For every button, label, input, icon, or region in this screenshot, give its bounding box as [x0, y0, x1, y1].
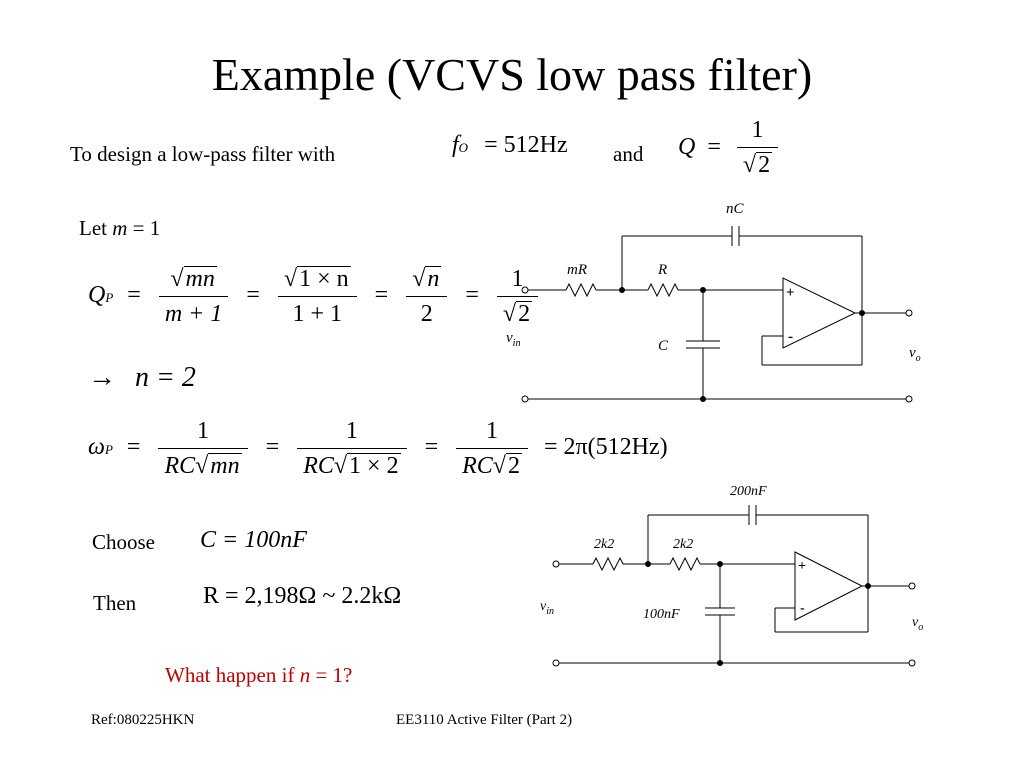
- qp-frac-4: 1 √2: [496, 264, 539, 329]
- label-nc: nC: [726, 201, 745, 217]
- q-numerator: 1: [736, 115, 779, 148]
- resistor-2k2-b: [669, 556, 701, 572]
- omega-subscript: P: [104, 442, 113, 458]
- label-100nf: 100nF: [643, 607, 680, 622]
- fo-value: 512Hz: [503, 132, 568, 158]
- fo-subscript: O: [458, 140, 469, 155]
- omega-frac-2: 1 RC√1 × 2: [297, 416, 407, 481]
- let-m: m: [112, 216, 128, 240]
- qp-frac-2: √1 × n 1 + 1: [277, 264, 357, 329]
- then-equation: R = 2,198Ω ~ 2.2kΩ: [203, 583, 402, 609]
- opamp-2-minus: -: [800, 601, 805, 616]
- opamp-1-plus: +: [786, 285, 795, 301]
- opamp-2: [794, 551, 864, 621]
- choose-equation: C = 100nF: [200, 527, 307, 553]
- q-fraction: 1 √2: [736, 115, 779, 180]
- let-text: Let: [79, 216, 107, 240]
- opamp-1-minus: -: [788, 329, 793, 345]
- choose-text: Choose: [92, 530, 155, 554]
- label-2k2-a: 2k2: [594, 537, 614, 552]
- q-denominator: √2: [742, 152, 773, 178]
- omega-equation: ωP = 1 RC√mn = 1 RC√1 × 2 = 1 RC√2 = 2π(…: [88, 416, 668, 481]
- fo-equation: fO = 512Hz: [452, 132, 568, 159]
- qp-frac-1: √mn m + 1: [158, 264, 229, 329]
- footer-ref: Ref:080225HKN: [91, 712, 195, 728]
- resistor-mr: [565, 282, 597, 298]
- arrow-icon: →: [88, 362, 116, 393]
- omega-frac-3: 1 RC√2: [456, 416, 528, 481]
- intro-text: To design a low-pass filter with: [70, 142, 336, 166]
- omega-symbol: ω: [88, 434, 105, 461]
- label-vin-2: vin: [540, 599, 554, 617]
- fo-equals: =: [484, 132, 498, 158]
- label-2k2-b: 2k2: [673, 537, 693, 552]
- fo-symbol: f: [452, 132, 459, 158]
- let-line: Let m = 1: [79, 216, 160, 241]
- label-200nf: 200nF: [730, 484, 767, 499]
- n-result: → n = 2: [88, 362, 196, 394]
- label-c: C: [658, 338, 669, 354]
- slide-title: Example (VCVS low pass filter): [211, 49, 813, 100]
- resistor-2k2-a: [592, 556, 624, 572]
- opamp-2-plus: +: [798, 559, 806, 574]
- label-vin-1: vin: [506, 330, 520, 349]
- label-vo-2: vo: [912, 615, 923, 633]
- qp-frac-3: √n 2: [406, 264, 448, 329]
- footer-course: EE3110 Active Filter (Part 2): [396, 712, 573, 728]
- qp-equation: QP = √mn m + 1 = √1 × n 1 + 1 = √n 2 = 1…: [88, 264, 542, 329]
- qp-subscript: P: [105, 290, 114, 306]
- let-value: = 1: [132, 216, 161, 240]
- omega-frac-1: 1 RC√mn: [158, 416, 248, 481]
- opamp-1: [782, 277, 857, 349]
- question-text: What happen if n = 1?: [165, 663, 353, 687]
- q-equation: Q = 1 √2: [678, 115, 782, 180]
- label-r: R: [657, 262, 667, 278]
- and-text: and: [613, 142, 644, 166]
- label-vo-1: vo: [909, 345, 921, 364]
- q-symbol: Q: [678, 134, 696, 160]
- resistor-r: [647, 282, 679, 298]
- then-text: Then: [93, 591, 137, 615]
- label-mr: mR: [567, 262, 587, 278]
- qp-symbol: Q: [88, 282, 106, 309]
- n-value: n = 2: [135, 362, 196, 393]
- omega-rhs: = 2π(512Hz): [543, 434, 668, 461]
- q-equals: =: [707, 134, 721, 160]
